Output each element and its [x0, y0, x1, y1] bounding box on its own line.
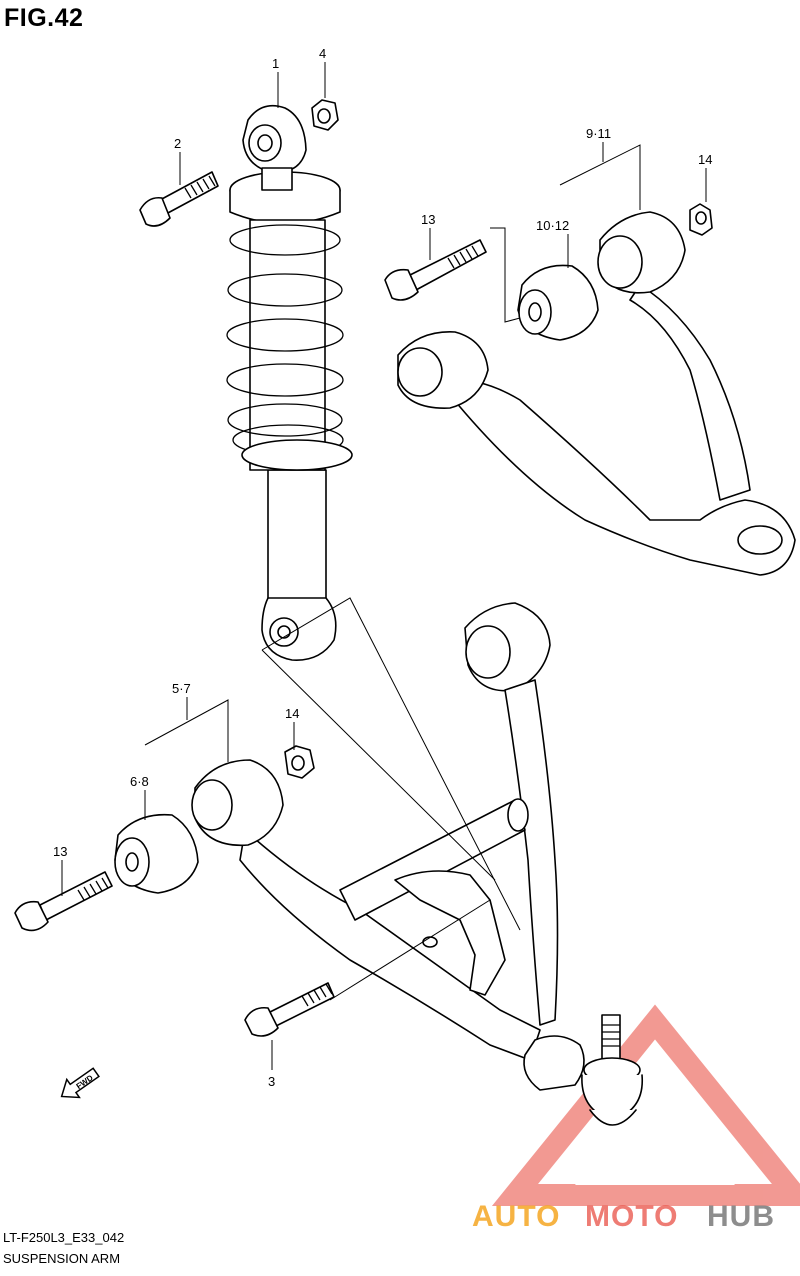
callout-2: 2 — [174, 136, 181, 151]
callout-13-lower: 13 — [53, 844, 67, 859]
watermark: AUTO MOTO HUB — [472, 1200, 775, 1233]
callout-3: 3 — [268, 1074, 275, 1089]
top-nut — [311, 99, 339, 131]
top-bolt — [139, 171, 219, 227]
callout-labels: 1 4 2 9·11 14 13 10·12 5·7 14 6·8 13 3 — [53, 46, 712, 1089]
callout-4: 4 — [319, 46, 326, 61]
watermark-moto: MOTO — [585, 1200, 678, 1233]
watermark-hub: HUB — [707, 1200, 775, 1233]
fwd-arrow: FWD — [60, 1067, 100, 1099]
lower-arm — [191, 602, 585, 1091]
callout-14-upper: 14 — [698, 152, 712, 167]
watermark-triangle — [491, 1004, 800, 1206]
figure-code: LT-F250L3_E33_042 — [3, 1230, 125, 1245]
callout-9-11: 9·11 — [586, 126, 611, 141]
ball-joint — [581, 1014, 644, 1126]
lower-nut — [284, 745, 315, 779]
lower-bolt — [14, 871, 113, 932]
callout-10-12: 10·12 — [536, 218, 569, 233]
leader-lines — [61, 62, 707, 1070]
shock-absorber — [226, 104, 353, 661]
upper-bushing — [517, 264, 599, 341]
callout-13-upper: 13 — [421, 212, 435, 227]
upper-bolt — [384, 239, 487, 301]
callout-1: 1 — [272, 56, 279, 71]
callout-5-7: 5·7 — [172, 681, 191, 696]
figure-title: FIG.42 — [4, 4, 84, 32]
upper-arm — [397, 211, 796, 576]
watermark-auto: AUTO — [472, 1200, 560, 1233]
shock-bolt — [244, 982, 335, 1037]
assembly-lines — [261, 227, 521, 1001]
upper-nut — [689, 203, 713, 236]
coil-spring — [226, 224, 344, 456]
lower-bushing — [114, 813, 199, 894]
figure-name: SUSPENSION ARM — [3, 1251, 121, 1266]
callout-6-8: 6·8 — [130, 774, 149, 789]
callout-14-lower: 14 — [285, 706, 299, 721]
